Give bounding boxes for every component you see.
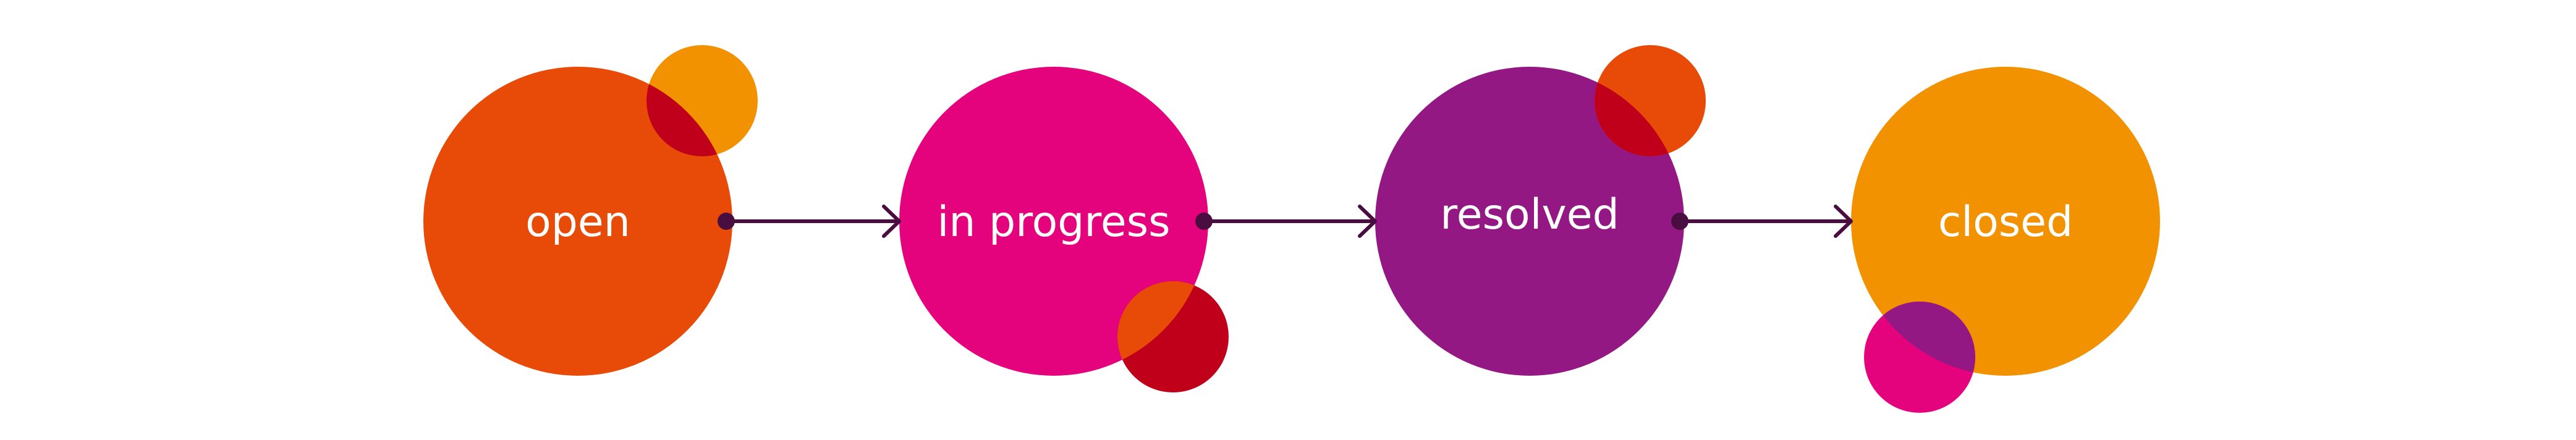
state-in-progress-circle: [899, 67, 1208, 376]
transition-start-dot: [718, 213, 735, 230]
arrowhead-icon: [1834, 205, 1853, 238]
state-closed-label: closed: [1938, 198, 2073, 247]
state-closed-circle: [1851, 67, 2160, 376]
state-resolved-circle: [1375, 67, 1684, 376]
state-resolved: resolved: [1375, 45, 1706, 376]
state-in-progress: in progress: [899, 67, 1229, 392]
state-open-circle: [423, 67, 732, 376]
transition-resolved-to-closed: [1671, 205, 1853, 238]
state-closed: closed: [1851, 67, 2160, 413]
state-open: open: [423, 45, 758, 376]
arrowhead-icon: [882, 205, 901, 238]
transition-in-progress-to-resolved: [1195, 205, 1377, 238]
transition-open-to-in-progress: [718, 205, 901, 238]
state-resolved-label: resolved: [1440, 190, 1619, 239]
transition-start-dot: [1195, 213, 1213, 230]
state-in-progress-label: in progress: [937, 198, 1170, 247]
transition-start-dot: [1671, 213, 1688, 230]
state-open-label: open: [525, 198, 630, 247]
arrowhead-icon: [1358, 205, 1377, 238]
